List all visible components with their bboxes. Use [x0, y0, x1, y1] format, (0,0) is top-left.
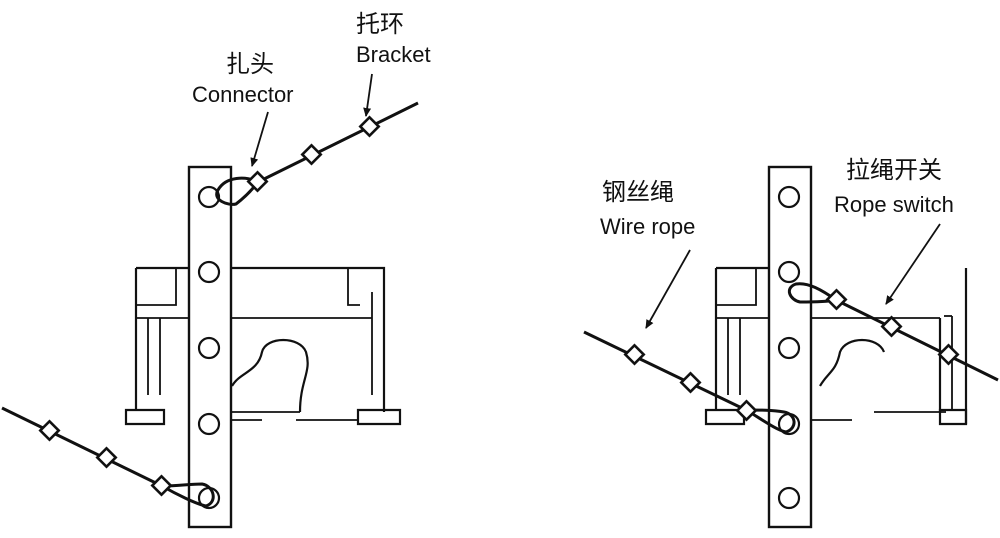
connector-clip — [246, 170, 269, 193]
wire-rope-leader-line — [645, 249, 691, 329]
right-plate-hole — [777, 336, 801, 360]
left-lower-rope-loop — [161, 482, 215, 508]
bracket-label-en: Bracket — [356, 42, 431, 67]
right-plate-hole — [777, 486, 801, 510]
right-plate-hole — [777, 260, 801, 284]
rope-clip — [735, 399, 758, 422]
rope-switch-label-cn: 拉绳开关 — [846, 156, 942, 184]
left-plate-hole — [197, 185, 221, 209]
left-frame — [124, 266, 402, 426]
right-plate-hole — [777, 185, 801, 209]
rope-switch-leader-line — [885, 223, 941, 305]
left-diagram: 托环 Bracket 扎头 Connector — [1, 10, 431, 529]
left-plate-hole — [197, 260, 221, 284]
rope-clip — [880, 315, 903, 338]
bracket-clip — [300, 143, 323, 166]
bracket-clip — [358, 115, 381, 138]
right-upper-rope-loop — [787, 282, 837, 304]
wire-rope-label-cn: 钢丝绳 — [602, 178, 674, 206]
rope-clip — [150, 474, 173, 497]
wire-rope-label-en: Wire rope — [600, 214, 695, 239]
connector-label-en: Connector — [192, 82, 294, 107]
right-lower-rope-loop — [745, 408, 796, 434]
left-upper-wire-rope — [257, 101, 419, 184]
left-upper-rope-loop — [215, 176, 260, 206]
bracket-leader-line — [363, 73, 373, 117]
rope-clip — [95, 446, 118, 469]
right-upper-wire-rope — [835, 298, 999, 382]
left-lower-wire-rope — [1, 406, 163, 488]
rope-switch-clip — [937, 343, 960, 366]
rope-clip — [679, 371, 702, 394]
connector-leader-line — [250, 111, 269, 167]
right-frame — [704, 266, 968, 426]
rope-clip — [623, 343, 646, 366]
right-diagram: 钢丝绳 Wire rope 拉绳开关 Rope switch — [583, 156, 999, 529]
rope-clip — [38, 419, 61, 442]
right-lower-wire-rope — [583, 330, 747, 412]
rope-clip — [825, 288, 848, 311]
rope-switch-label-en: Rope switch — [834, 192, 954, 217]
connector-label-cn: 扎头 — [226, 50, 274, 78]
bracket-label-cn: 托环 — [356, 10, 404, 38]
left-plate-hole — [197, 336, 221, 360]
left-plate-hole — [197, 412, 221, 436]
